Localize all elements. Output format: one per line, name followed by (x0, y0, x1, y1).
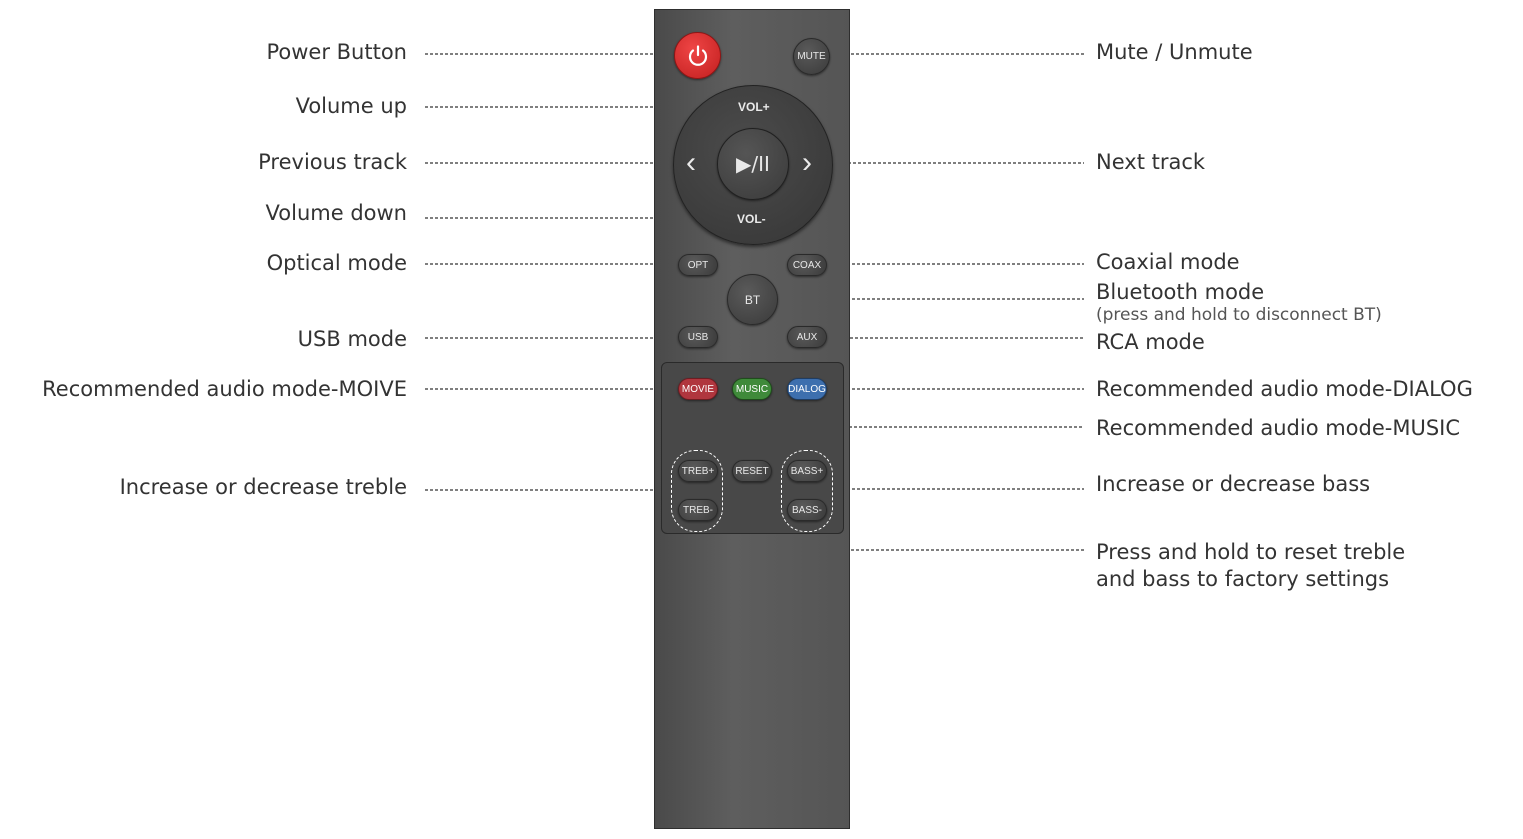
aux-button[interactable]: AUX (787, 326, 827, 348)
label-reset-line1: Press and hold to reset treble (1096, 540, 1406, 564)
dialog-mode-button[interactable]: DIALOG (787, 378, 827, 400)
power-icon (688, 44, 707, 66)
label-bass: Increase or decrease bass (1096, 472, 1371, 496)
movie-mode-button[interactable]: MOVIE (678, 378, 718, 400)
label-reset-line2: and bass to factory settings (1096, 567, 1390, 591)
mute-button[interactable]: MUTE (793, 38, 830, 75)
label-optical-mode: Optical mode (266, 251, 407, 275)
treble-plus-button[interactable]: TREB+ (678, 460, 718, 482)
treble-group-outline (671, 450, 723, 532)
label-mute-unmute: Mute / Unmute (1096, 40, 1253, 64)
reset-button[interactable]: RESET (732, 460, 772, 482)
next-track-button[interactable]: › (802, 146, 812, 179)
label-music-mode: Recommended audio mode-MUSIC (1096, 416, 1461, 440)
label-power-button: Power Button (266, 40, 407, 64)
label-rca-mode: RCA mode (1096, 330, 1205, 354)
power-button[interactable] (674, 32, 721, 79)
coaxial-button[interactable]: COAX (787, 254, 827, 276)
music-mode-button[interactable]: MUSIC (732, 378, 772, 400)
usb-button[interactable]: USB (678, 326, 718, 348)
label-coaxial-mode: Coaxial mode (1096, 250, 1240, 274)
prev-track-button[interactable]: ‹ (686, 146, 696, 179)
label-bluetooth-mode: Bluetooth mode (1096, 280, 1265, 304)
bluetooth-button[interactable]: BT (727, 274, 778, 325)
label-volume-down: Volume down (265, 201, 407, 225)
vol-plus-button[interactable]: VOL+ (738, 100, 770, 114)
optical-button[interactable]: OPT (678, 254, 718, 276)
label-bluetooth-note: (press and hold to disconnect BT) (1096, 305, 1382, 325)
label-movie-mode: Recommended audio mode-MOIVE (42, 377, 407, 401)
label-previous-track: Previous track (258, 150, 407, 174)
bass-plus-button[interactable]: BASS+ (787, 460, 827, 482)
treble-minus-button[interactable]: TREB- (678, 499, 718, 521)
vol-minus-button[interactable]: VOL- (737, 212, 766, 226)
label-volume-up: Volume up (295, 94, 407, 118)
label-dialog-mode: Recommended audio mode-DIALOG (1096, 377, 1473, 401)
bass-group-outline (781, 450, 833, 532)
label-usb-mode: USB mode (297, 327, 407, 351)
bass-minus-button[interactable]: BASS- (787, 499, 827, 521)
label-next-track: Next track (1096, 150, 1206, 174)
play-pause-button[interactable]: ▶/II (717, 128, 789, 200)
label-treble: Increase or decrease treble (119, 475, 407, 499)
